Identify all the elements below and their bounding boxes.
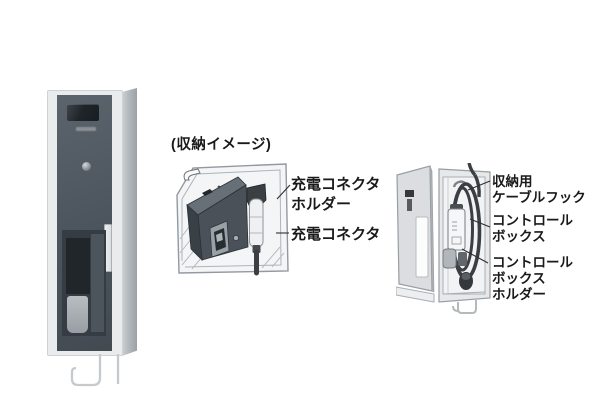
storage-cutaway-illustration bbox=[176, 163, 289, 276]
control-box-drawing bbox=[186, 176, 249, 262]
door-open-illustration bbox=[396, 163, 491, 314]
cabinet-side-panel bbox=[122, 88, 137, 356]
label-line: ホルダー bbox=[291, 195, 352, 213]
label-line: 充電コネクタ bbox=[291, 226, 381, 243]
cable-clip-sketch-icon bbox=[183, 168, 201, 181]
stored-connector bbox=[67, 296, 88, 333]
stored-connector-drawing bbox=[459, 272, 473, 290]
brand-logo bbox=[76, 127, 96, 131]
label-line: コントロール bbox=[492, 213, 573, 228]
label-line: ボックス bbox=[492, 229, 546, 244]
door-latch-drawing bbox=[405, 190, 414, 197]
recess-window bbox=[66, 238, 90, 294]
cabinet-front-frame bbox=[47, 90, 123, 356]
display-window bbox=[67, 104, 99, 121]
charger-cabinet-photo bbox=[47, 88, 137, 358]
control-box-holder-drawing bbox=[442, 248, 457, 269]
label-line: ホルダー bbox=[492, 287, 546, 302]
connector-recess bbox=[62, 230, 106, 336]
cable-stand-drawing bbox=[70, 354, 120, 387]
label-charge-connector: 充電コネクタ bbox=[291, 225, 380, 245]
open-door-drawing bbox=[396, 165, 435, 303]
label-storage-cable-hook: 収納用 ケーブルフック bbox=[492, 174, 586, 206]
brand-emblem-icon bbox=[82, 162, 91, 171]
hatching-lines bbox=[179, 222, 285, 270]
cabinet-dark-panel bbox=[57, 95, 112, 351]
control-box-stored-drawing bbox=[447, 204, 466, 251]
label-line: コントロール bbox=[492, 255, 573, 270]
door-handle bbox=[104, 224, 112, 272]
cable-stand-drawing bbox=[452, 300, 477, 314]
label-control-box-holder: コントロール ボックス ホルダー bbox=[492, 255, 573, 303]
label-line: 収納用 bbox=[492, 174, 533, 189]
storage-image-caption: (収納イメージ) bbox=[171, 137, 272, 153]
recess-column bbox=[91, 234, 104, 332]
charge-connector-drawing bbox=[249, 198, 264, 276]
label-line: 充電コネクタ bbox=[291, 176, 381, 193]
label-line: ケーブルフック bbox=[492, 190, 586, 205]
label-line: ボックス bbox=[492, 271, 546, 286]
label-charge-connector-holder: 充電コネクタ ホルダー bbox=[291, 175, 380, 214]
label-control-box: コントロール ボックス bbox=[492, 213, 573, 245]
